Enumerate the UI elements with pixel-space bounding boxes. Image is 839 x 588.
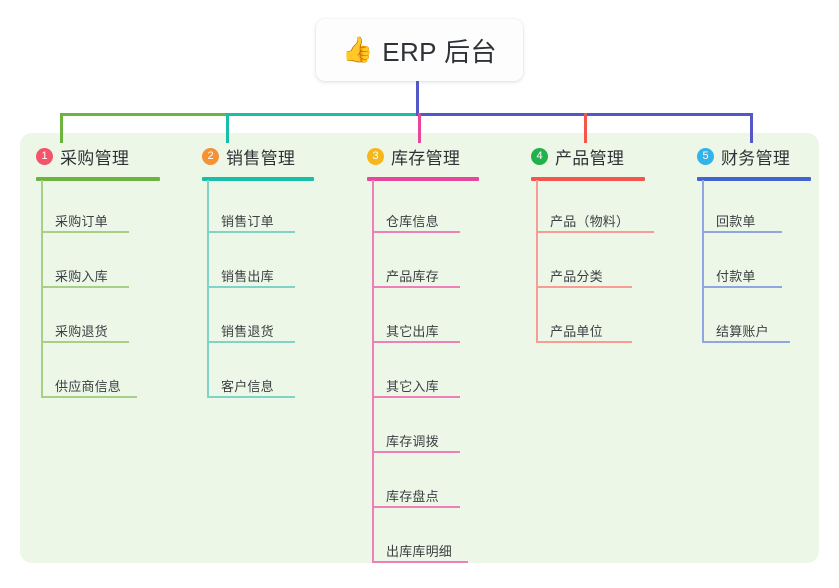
leaf-item[interactable]: 产品分类 bbox=[550, 269, 603, 284]
leaf-rule bbox=[41, 286, 129, 288]
leaf-item[interactable]: 库存调拨 bbox=[386, 434, 439, 449]
leaf-item[interactable]: 付款单 bbox=[716, 269, 756, 284]
column-spine-4 bbox=[536, 180, 538, 342]
column-spine-2 bbox=[207, 180, 209, 397]
column-rule-5 bbox=[697, 177, 811, 181]
branches-panel bbox=[20, 133, 819, 563]
column-badge-4: 4 bbox=[531, 147, 548, 165]
leaf-rule bbox=[372, 451, 460, 453]
column-title-4: 产品管理 bbox=[555, 148, 625, 168]
leaf-rule bbox=[41, 341, 129, 343]
leaf-item[interactable]: 库存盘点 bbox=[386, 489, 439, 504]
root-node[interactable]: 👍 ERP 后台 bbox=[316, 19, 523, 81]
column-rule-4 bbox=[531, 177, 645, 181]
column-spine-3 bbox=[372, 180, 374, 562]
leaf-item[interactable]: 采购订单 bbox=[55, 214, 108, 229]
leaf-rule bbox=[372, 341, 460, 343]
leaf-rule bbox=[41, 396, 137, 398]
leaf-rule bbox=[536, 286, 632, 288]
column-spine-1 bbox=[41, 180, 43, 397]
column-header-4[interactable]: 4 产品管理 bbox=[531, 144, 624, 168]
leaf-item[interactable]: 其它出库 bbox=[386, 324, 439, 339]
leaf-item[interactable]: 销售订单 bbox=[221, 214, 274, 229]
column-header-5[interactable]: 5 财务管理 bbox=[697, 144, 790, 168]
branch-bar-green bbox=[60, 113, 226, 116]
leaf-item[interactable]: 结算账户 bbox=[716, 324, 769, 339]
leaf-item[interactable]: 供应商信息 bbox=[55, 379, 122, 394]
column-rule-3 bbox=[367, 177, 479, 181]
branch-drop-1 bbox=[60, 113, 63, 143]
column-title-5: 财务管理 bbox=[721, 148, 791, 168]
leaf-rule bbox=[702, 286, 782, 288]
leaf-item[interactable]: 销售退货 bbox=[221, 324, 274, 339]
leaf-item[interactable]: 采购入库 bbox=[55, 269, 108, 284]
leaf-rule bbox=[536, 341, 632, 343]
column-header-1[interactable]: 1 采购管理 bbox=[36, 144, 129, 168]
leaf-rule bbox=[372, 506, 460, 508]
column-badge-1: 1 bbox=[36, 147, 53, 165]
column-badge-2: 2 bbox=[202, 147, 219, 165]
column-spine-5 bbox=[702, 180, 704, 342]
column-title-3: 库存管理 bbox=[391, 148, 461, 168]
leaf-rule bbox=[702, 341, 790, 343]
root-title: ERP 后台 bbox=[382, 36, 497, 67]
branch-drop-2 bbox=[226, 113, 229, 143]
leaf-rule bbox=[207, 231, 295, 233]
column-title-1: 采购管理 bbox=[60, 148, 130, 168]
leaf-rule bbox=[372, 286, 460, 288]
leaf-item[interactable]: 客户信息 bbox=[221, 379, 274, 394]
branch-bar-teal bbox=[226, 113, 418, 116]
leaf-rule bbox=[207, 396, 295, 398]
leaf-rule bbox=[372, 396, 460, 398]
leaf-rule bbox=[702, 231, 782, 233]
column-header-3[interactable]: 3 库存管理 bbox=[367, 144, 460, 168]
leaf-rule bbox=[372, 561, 468, 563]
leaf-rule bbox=[372, 231, 460, 233]
leaf-item[interactable]: 回款单 bbox=[716, 214, 756, 229]
leaf-item[interactable]: 其它入库 bbox=[386, 379, 439, 394]
leaf-item[interactable]: 产品单位 bbox=[550, 324, 603, 339]
thumbs-up-icon: 👍 bbox=[342, 35, 374, 64]
root-stem bbox=[416, 81, 419, 116]
column-rule-1 bbox=[36, 177, 160, 181]
branch-drop-5 bbox=[750, 113, 753, 143]
column-rule-2 bbox=[202, 177, 314, 181]
leaf-rule bbox=[536, 231, 654, 233]
column-badge-3: 3 bbox=[367, 147, 384, 165]
leaf-rule bbox=[207, 341, 295, 343]
leaf-item[interactable]: 仓库信息 bbox=[386, 214, 439, 229]
leaf-rule bbox=[207, 286, 295, 288]
leaf-item[interactable]: 产品库存 bbox=[386, 269, 439, 284]
leaf-item[interactable]: 出库库明细 bbox=[386, 544, 453, 559]
branch-drop-3 bbox=[418, 113, 421, 143]
leaf-item[interactable]: 销售出库 bbox=[221, 269, 274, 284]
leaf-item[interactable]: 产品（物料） bbox=[550, 214, 630, 229]
column-badge-5: 5 bbox=[697, 147, 714, 165]
column-title-2: 销售管理 bbox=[226, 148, 296, 168]
branch-drop-4 bbox=[584, 113, 587, 143]
column-header-2[interactable]: 2 销售管理 bbox=[202, 144, 295, 168]
leaf-rule bbox=[41, 231, 129, 233]
leaf-item[interactable]: 采购退货 bbox=[55, 324, 108, 339]
